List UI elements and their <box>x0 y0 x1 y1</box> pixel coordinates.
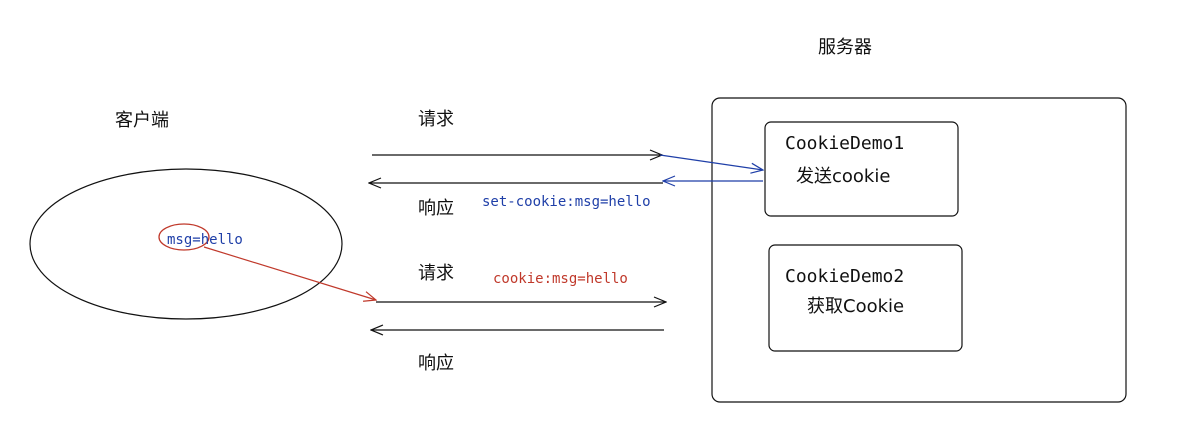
exchange2-request-label: 请求 <box>418 263 454 284</box>
client-cookie-value: msg=hello <box>167 232 243 248</box>
client-label: 客户端 <box>115 110 169 131</box>
exchange1-response-header: set-cookie:msg=hello <box>482 194 651 210</box>
exchange1-response-label: 响应 <box>418 198 454 219</box>
server-label: 服务器 <box>818 37 872 58</box>
exchange2-request-header: cookie:msg=hello <box>493 271 628 287</box>
cookie-demo2-box <box>768 244 963 352</box>
cookie-demo1-name: CookieDemo1 <box>785 133 904 154</box>
cookie-demo1-box <box>764 121 959 217</box>
exchange1-request-label: 请求 <box>418 109 454 130</box>
cookie-demo2-name: CookieDemo2 <box>785 266 904 287</box>
cookie-highlight-circle <box>158 223 210 251</box>
cookie-carry-arrow <box>203 246 376 300</box>
client-ellipse <box>29 168 343 320</box>
exchange1-request-connector <box>659 154 763 170</box>
cookie-demo1-action: 发送cookie <box>796 166 890 187</box>
exchange2-response-label: 响应 <box>418 353 454 374</box>
server-box <box>711 97 1127 403</box>
cookie-demo2-action: 获取Cookie <box>807 296 904 317</box>
